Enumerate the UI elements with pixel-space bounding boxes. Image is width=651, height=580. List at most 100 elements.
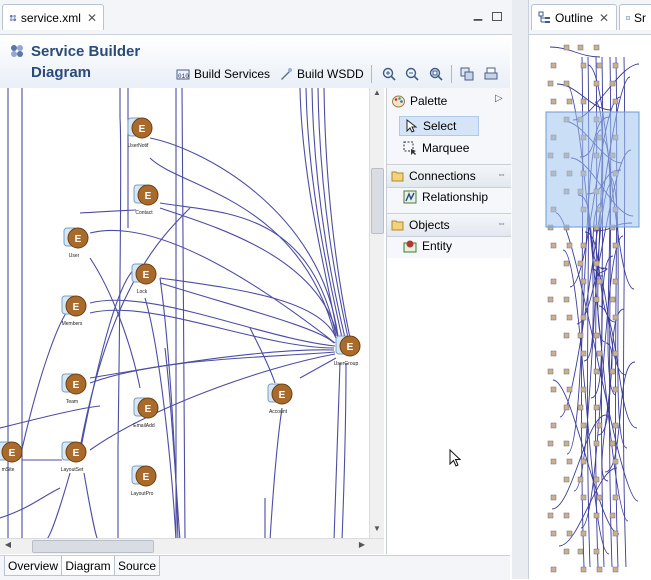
close-icon[interactable]: ✕ bbox=[86, 10, 97, 25]
entity-badge-icon bbox=[67, 227, 89, 249]
outline-node bbox=[609, 80, 616, 87]
tab-second-view[interactable]: Sr bbox=[619, 4, 651, 30]
outline-node bbox=[580, 386, 587, 393]
outline-node bbox=[580, 314, 587, 321]
mouse-cursor-icon bbox=[449, 449, 461, 467]
build-services-button[interactable]: 010 Build Services bbox=[176, 67, 271, 81]
outline-node bbox=[563, 512, 570, 519]
service-builder-icon bbox=[11, 45, 23, 57]
outline-node bbox=[577, 404, 584, 411]
editor-page-tabs: Overview Diagram Source bbox=[0, 555, 510, 580]
palette-tool-select[interactable]: Select bbox=[399, 116, 479, 136]
scroll-left-icon[interactable]: ◀ bbox=[4, 540, 12, 549]
maximize-icon[interactable] bbox=[492, 12, 502, 21]
outline-node bbox=[580, 566, 587, 573]
diagram-header: Service Builder Diagram 010 Build Servic… bbox=[0, 35, 510, 89]
outline-thumbnail[interactable] bbox=[540, 37, 650, 579]
tab-outline[interactable]: Outline ✕ bbox=[531, 4, 617, 30]
minimize-icon[interactable]: ▁ bbox=[473, 9, 483, 21]
drawer-toggle-icon[interactable]: ⇔ bbox=[497, 218, 506, 228]
relationship-line bbox=[341, 362, 347, 540]
scroll-up-icon[interactable]: ▲ bbox=[373, 88, 381, 97]
outline-line bbox=[604, 361, 636, 473]
vertical-scrollbar[interactable]: ▲ ▼ bbox=[369, 88, 384, 538]
drawer-toggle-icon[interactable]: ⇔ bbox=[497, 169, 506, 179]
editor-tab-bar: service.xml ✕ ▁ bbox=[0, 0, 512, 35]
palette-drawer-objects[interactable]: Objects ⇔ bbox=[387, 213, 511, 237]
outline-viewport[interactable] bbox=[545, 111, 640, 228]
entity-label: LayoutPro bbox=[131, 491, 154, 497]
editor-tab-service-xml[interactable]: service.xml ✕ bbox=[2, 4, 104, 30]
vertical-scroll-thumb[interactable] bbox=[371, 168, 384, 234]
palette-tool-relationship[interactable]: Relationship bbox=[403, 187, 488, 207]
palette-drawer-connections[interactable]: Connections ⇔ bbox=[387, 164, 511, 188]
relationship-line bbox=[89, 309, 335, 349]
outline-node bbox=[547, 440, 554, 447]
entity-badge-letter: E bbox=[143, 270, 150, 281]
outline-node bbox=[550, 98, 557, 105]
entity-badge-icon bbox=[339, 335, 361, 357]
export-icon[interactable] bbox=[460, 67, 474, 81]
relationship-line bbox=[323, 88, 351, 339]
build-wsdd-button[interactable]: Build WSDD bbox=[279, 65, 364, 83]
relationship-diagram[interactable]: EUserNotifEContactEUserELockEMembersEUse… bbox=[0, 88, 370, 540]
outline-node bbox=[609, 440, 616, 447]
tab-overview[interactable]: Overview bbox=[4, 556, 62, 576]
entity-badge-icon bbox=[271, 383, 293, 405]
entity-label: Team bbox=[66, 399, 78, 405]
zoom-fit-icon[interactable] bbox=[429, 67, 443, 81]
outline-node bbox=[550, 566, 557, 573]
palette-panel: Palette ▷ Select Marquee Connections ⇔ R… bbox=[386, 88, 511, 554]
outline-line bbox=[601, 342, 613, 482]
build-wsdd-icon bbox=[281, 68, 292, 80]
relationship-line bbox=[149, 157, 336, 337]
relationship-line bbox=[149, 137, 339, 337]
palette-icon bbox=[392, 95, 405, 107]
outline-node bbox=[550, 242, 557, 249]
tab-diagram[interactable]: Diagram bbox=[61, 556, 115, 576]
outline-node bbox=[550, 458, 557, 465]
entity-label: UserGroup bbox=[334, 361, 359, 367]
close-icon[interactable]: ✕ bbox=[599, 10, 610, 25]
palette-tool-marquee[interactable]: Marquee bbox=[403, 138, 469, 158]
outline-node bbox=[580, 530, 587, 537]
panel-divider[interactable] bbox=[512, 0, 528, 579]
relationship-line bbox=[181, 88, 186, 540]
print-icon[interactable] bbox=[484, 67, 498, 81]
zoom-in-icon[interactable] bbox=[382, 67, 396, 81]
relationship-line bbox=[299, 357, 337, 379]
scroll-right-icon[interactable]: ▶ bbox=[358, 540, 366, 549]
tab-source[interactable]: Source bbox=[114, 556, 160, 576]
horizontal-scroll-thumb[interactable] bbox=[32, 540, 154, 553]
folder-icon bbox=[391, 220, 404, 231]
outline-node bbox=[566, 530, 573, 537]
outline-node bbox=[550, 314, 557, 321]
zoom-out-icon[interactable] bbox=[405, 67, 419, 81]
outline-line bbox=[549, 46, 601, 58]
entity-icon bbox=[403, 240, 417, 253]
palette-header[interactable]: Palette ▷ bbox=[387, 90, 511, 112]
palette-collapse-icon[interactable]: ▷ bbox=[495, 93, 503, 104]
outline-node bbox=[580, 350, 587, 357]
outline-node bbox=[593, 368, 600, 375]
select-arrow-icon bbox=[406, 119, 418, 133]
outline-diagram-thumbnail bbox=[545, 44, 640, 573]
palette-tool-entity[interactable]: Entity bbox=[403, 236, 452, 256]
scroll-down-icon[interactable]: ▼ bbox=[373, 524, 381, 533]
outline-tab-bar: Outline ✕ Sr bbox=[529, 0, 651, 35]
outline-node bbox=[563, 332, 570, 339]
horizontal-scrollbar[interactable]: ◀ ▶ bbox=[0, 538, 384, 554]
